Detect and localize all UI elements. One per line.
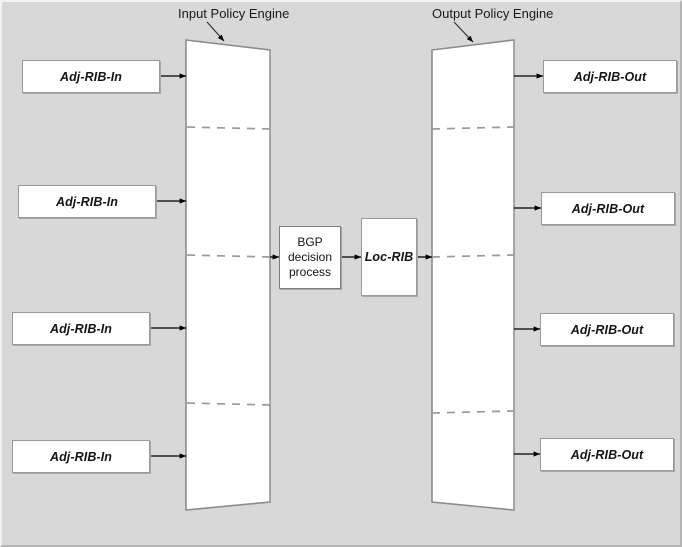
adj-rib-out-box-2[interactable]: Adj-RIB-Out	[541, 192, 675, 225]
adj-rib-in-label-4: Adj-RIB-In	[49, 449, 113, 464]
adj-rib-out-label-1: Adj-RIB-Out	[573, 69, 647, 84]
bgp-decision-process-box[interactable]: BGP decision process	[279, 226, 341, 289]
adj-rib-out-label-4: Adj-RIB-Out	[570, 447, 644, 462]
adj-rib-in-label-2: Adj-RIB-In	[55, 194, 119, 209]
adj-rib-out-box-3[interactable]: Adj-RIB-Out	[540, 313, 674, 346]
adj-rib-in-box-3[interactable]: Adj-RIB-In	[12, 312, 150, 345]
bgp-decision-process-line-2: decision	[287, 250, 333, 264]
bgp-decision-process-line-1: BGP	[297, 235, 323, 249]
adj-rib-out-label-3: Adj-RIB-Out	[570, 322, 644, 337]
adj-rib-in-box-1[interactable]: Adj-RIB-In	[22, 60, 160, 93]
input-engine-leader-line	[206, 21, 225, 42]
adj-rib-out-box-1[interactable]: Adj-RIB-Out	[543, 60, 677, 93]
bgp-decision-process-line-3: process	[288, 265, 332, 279]
loc-rib-box[interactable]: Loc-RIB	[361, 218, 417, 296]
input-policy-engine-shape	[185, 39, 271, 511]
adj-rib-out-box-4[interactable]: Adj-RIB-Out	[540, 438, 674, 471]
adj-rib-in-box-4[interactable]: Adj-RIB-In	[12, 440, 150, 473]
adj-rib-in-box-2[interactable]: Adj-RIB-In	[18, 185, 156, 218]
output-policy-engine-label: Output Policy Engine	[432, 6, 554, 21]
input-policy-engine-label: Input Policy Engine	[178, 6, 290, 21]
output-policy-engine-shape	[431, 39, 515, 511]
output-engine-leader-line	[453, 21, 474, 43]
adj-rib-out-label-2: Adj-RIB-Out	[571, 201, 645, 216]
adj-rib-in-label-1: Adj-RIB-In	[59, 69, 123, 84]
adj-rib-in-label-3: Adj-RIB-In	[49, 321, 113, 336]
loc-rib-label: Loc-RIB	[364, 250, 414, 264]
